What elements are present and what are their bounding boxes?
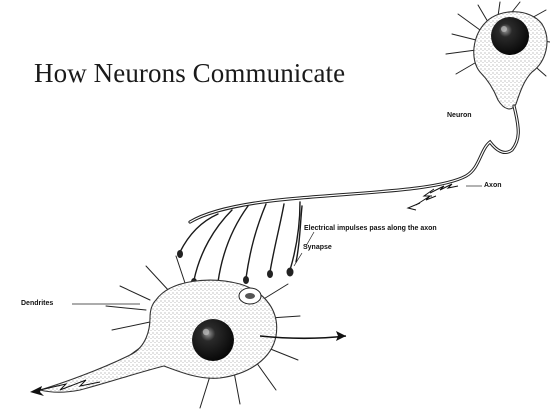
slide-title: How Neurons Communicate bbox=[34, 58, 345, 89]
lower-neuron bbox=[40, 256, 300, 408]
axon-shaft bbox=[190, 106, 518, 222]
neuron-label: Neuron bbox=[447, 112, 472, 119]
impulse-label: Electrical impulses pass along the axon bbox=[304, 225, 437, 232]
synapse-label: Synapse bbox=[303, 244, 332, 251]
axon-label: Axon bbox=[484, 182, 502, 189]
axon-terminals bbox=[180, 202, 302, 282]
upper-neuron-nucleus bbox=[491, 17, 529, 55]
upper-neuron bbox=[446, 2, 550, 109]
dendrites-label: Dendrites bbox=[21, 300, 53, 307]
axon bbox=[190, 106, 518, 222]
lower-neuron-nucleus bbox=[192, 319, 234, 361]
